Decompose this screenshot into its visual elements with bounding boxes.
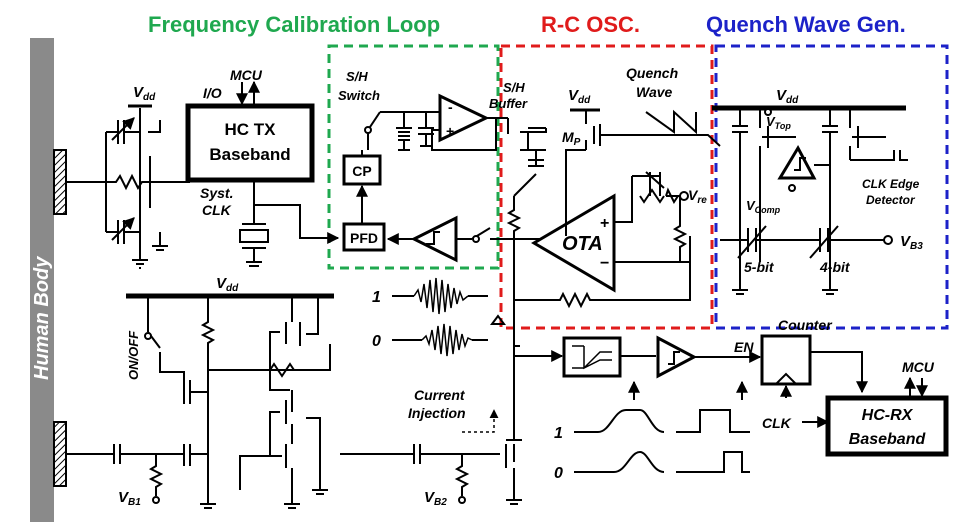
bit1-env: 1 xyxy=(554,425,563,442)
tx-driver xyxy=(66,104,190,269)
buffer-label: Buffer xyxy=(489,96,528,111)
counter-label: Counter xyxy=(778,317,833,333)
osc-region xyxy=(499,44,714,330)
envelope-detector-block xyxy=(562,336,622,378)
ota-minus: − xyxy=(600,255,609,272)
pfd-block xyxy=(342,222,386,252)
svg-text:+: + xyxy=(446,123,454,139)
bit5-label: 5-bit xyxy=(744,259,775,275)
current-label-1: Current xyxy=(414,387,466,403)
quench-label-2: Wave xyxy=(636,84,673,100)
quench-label-1: Quench xyxy=(626,65,678,81)
env-wave-0 xyxy=(574,450,665,473)
ota-block xyxy=(531,193,616,293)
svg-text:-: - xyxy=(448,99,453,115)
sh-label: S/H xyxy=(346,69,368,84)
pulse-wave-0 xyxy=(676,451,750,473)
vdd-osc-label: Vdd xyxy=(568,87,591,106)
on-off-label: ON/OFF xyxy=(126,330,141,380)
hc-rx-label-1: HC-RX xyxy=(862,407,914,424)
cp-label: CP xyxy=(352,163,371,179)
pfd-label: PFD xyxy=(350,230,378,246)
vdd-qwg-label: Vdd xyxy=(776,87,799,106)
vcomp-label: VComp xyxy=(746,198,781,215)
cp-block xyxy=(342,154,382,186)
osc-burst-1 xyxy=(413,277,469,315)
ota-label: OTA xyxy=(562,233,603,255)
clk-label: CLK xyxy=(202,202,232,218)
io-label: I/O xyxy=(203,85,222,101)
mcu-label-rx: MCU xyxy=(902,359,935,375)
osc-burst-0 xyxy=(421,323,473,357)
vb1-label: VB1 xyxy=(118,489,141,508)
qwg-region xyxy=(714,44,949,330)
vdd-rx-label: Vdd xyxy=(216,275,239,294)
rx-electrode xyxy=(53,421,67,487)
syst-label: Syst. xyxy=(200,185,233,201)
mp-label: MP xyxy=(562,129,581,148)
sh-label-2: S/H xyxy=(503,80,525,95)
human-body-label: Human Body xyxy=(31,256,53,380)
ota-plus: + xyxy=(600,215,609,232)
vref-label: Vre xyxy=(688,187,707,206)
pulse-wave-1 xyxy=(676,409,750,433)
rx-comparator xyxy=(656,335,698,379)
bit0-env: 0 xyxy=(554,465,563,482)
env-wave-1 xyxy=(574,409,665,433)
vdd-tx-label: Vdd xyxy=(133,84,156,103)
hc-tx-label-1: HC TX xyxy=(225,120,277,139)
human-body-bar xyxy=(30,38,54,522)
clk-edge-label-1: CLK Edge xyxy=(862,177,920,191)
qwg-title: Quench Wave Gen. xyxy=(706,12,906,37)
current-label-2: Injection xyxy=(408,405,466,421)
clk-in-label: CLK xyxy=(762,415,792,431)
bit0-osc: 0 xyxy=(372,333,381,350)
vtop-label: VTop xyxy=(766,114,791,131)
counter-block xyxy=(760,334,812,386)
bit1-osc: 1 xyxy=(372,289,381,306)
vb3-label: VB3 xyxy=(900,233,923,252)
hc-rx-baseband-block xyxy=(825,395,949,457)
bit4-label: 4-bit xyxy=(819,259,851,275)
hc-tx-baseband-block xyxy=(185,103,315,183)
clk-edge-label-2: Detector xyxy=(866,193,916,207)
switch-label: Switch xyxy=(338,88,380,103)
hc-tx-label-2: Baseband xyxy=(209,145,290,164)
en-label: EN xyxy=(734,339,754,355)
hc-rx-label-2: Baseband xyxy=(849,431,927,448)
qwg-comparator xyxy=(777,144,817,180)
mcu-label-tx: MCU xyxy=(230,67,263,83)
fcl-title: Frequency Calibration Loop xyxy=(148,12,440,37)
osc-title: R-C OSC. xyxy=(541,12,640,37)
tx-electrode xyxy=(53,149,67,215)
vb2-label: VB2 xyxy=(424,489,447,508)
